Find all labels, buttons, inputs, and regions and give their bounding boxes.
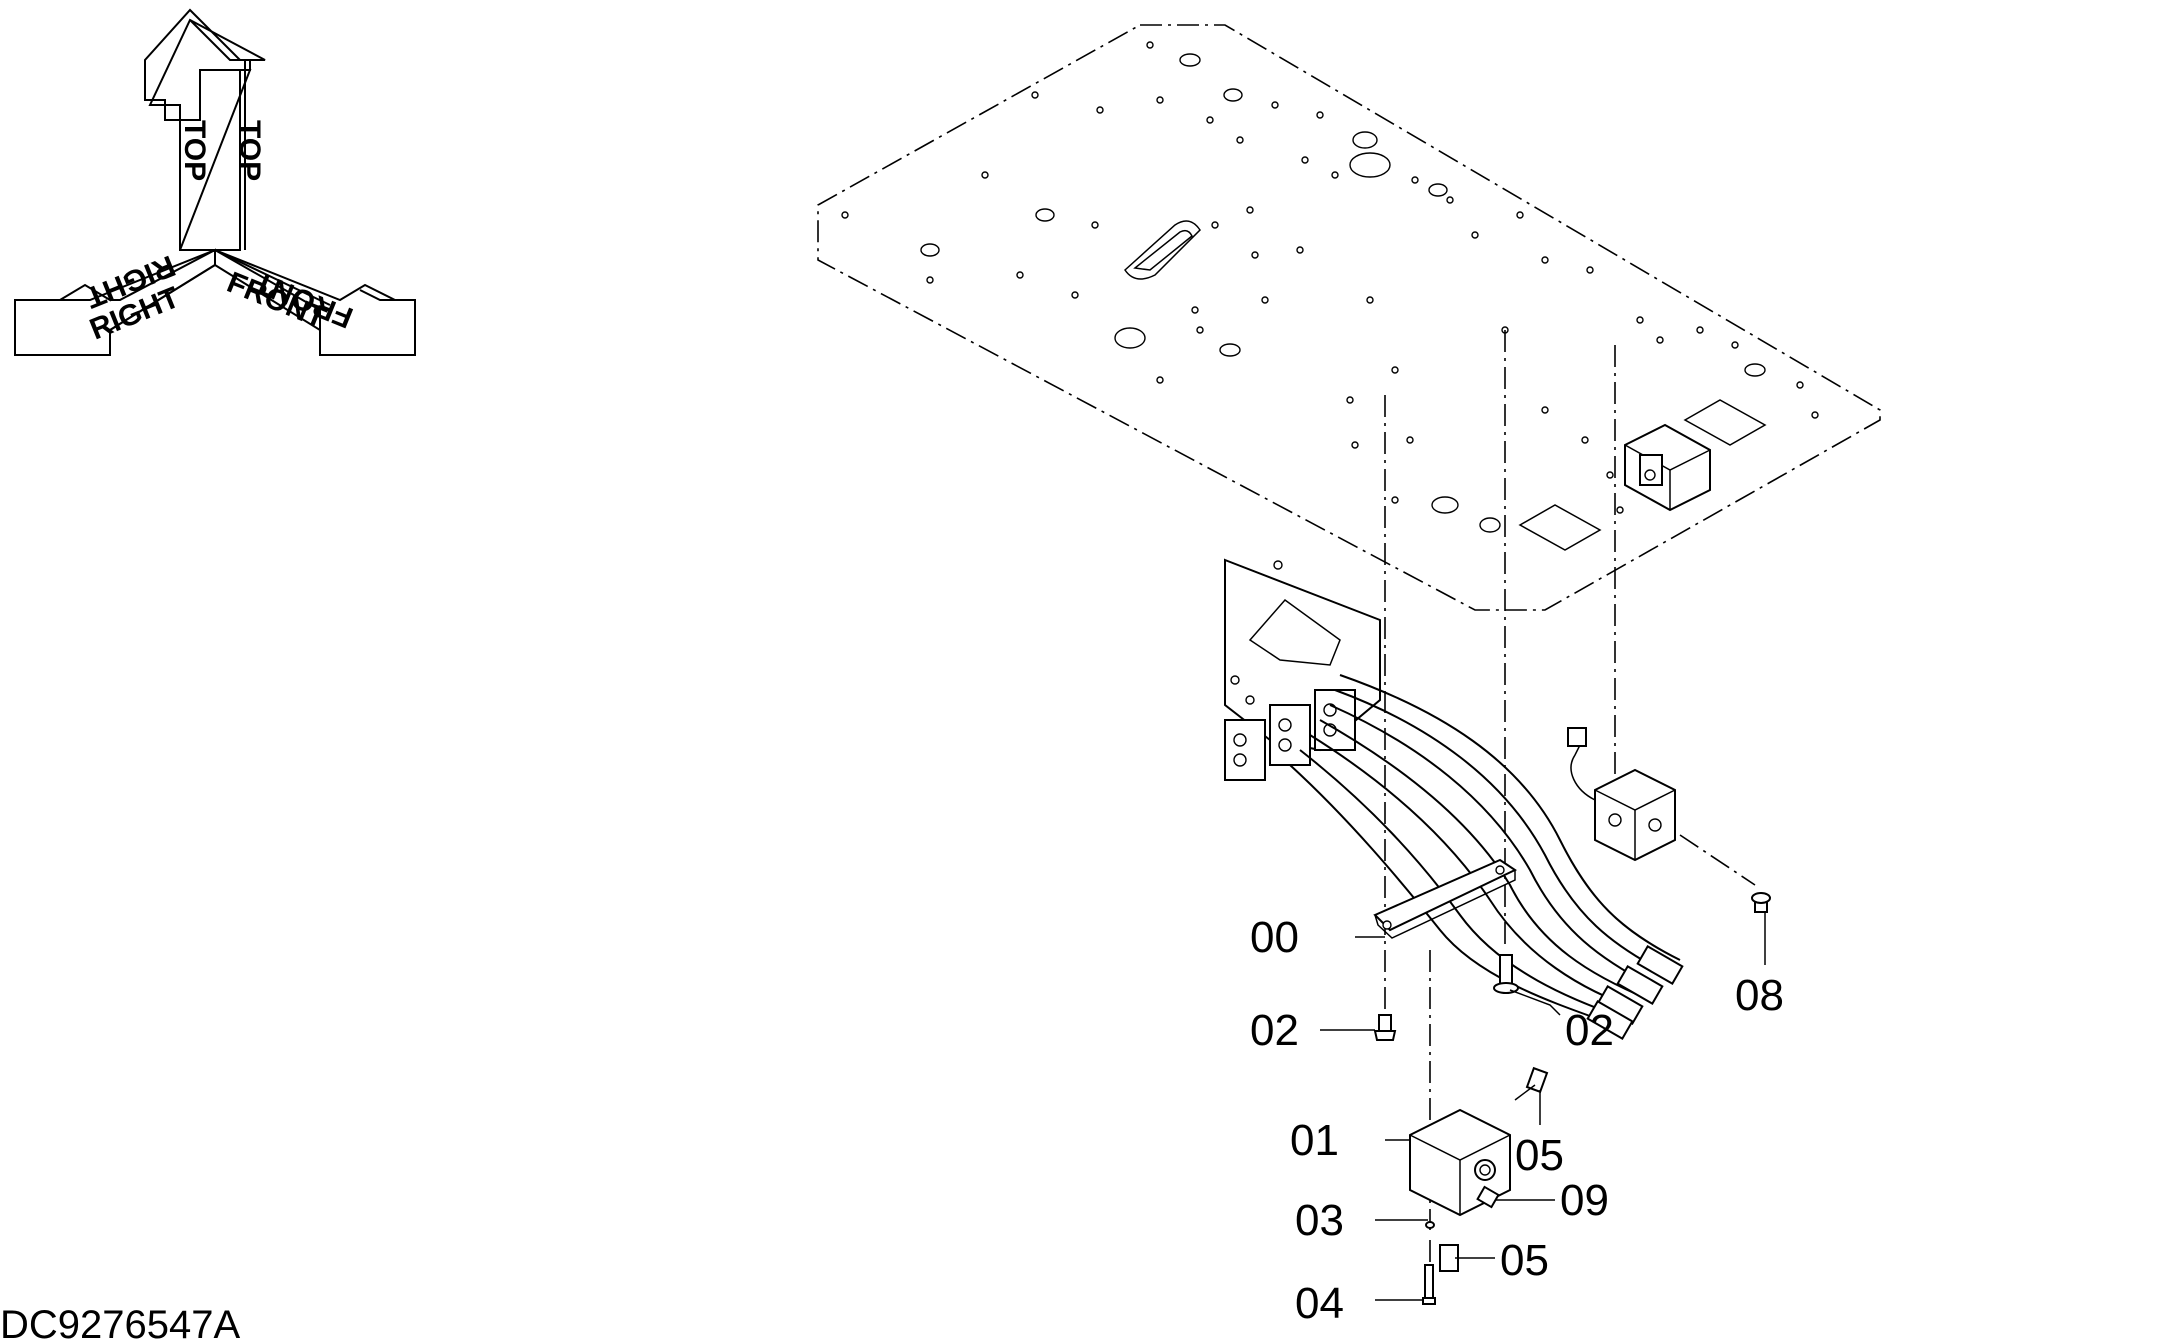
callout-00: 00 bbox=[1250, 913, 1299, 962]
top-label: TOP bbox=[178, 120, 211, 181]
callout-08: 08 bbox=[1735, 971, 1784, 1020]
plate-solenoid-valve bbox=[1624, 423, 1711, 512]
part-08-plug bbox=[1751, 892, 1771, 913]
callout-05-bottom: 05 bbox=[1500, 1236, 1549, 1285]
part-03-o-ring bbox=[1425, 1221, 1435, 1229]
part-02-bolt-right bbox=[1493, 954, 1519, 994]
part-00-mounting-plate bbox=[1373, 858, 1518, 939]
orientation-indicator: TOP TOP RIGHT RIGHT FRONT FRONT bbox=[14, 8, 416, 356]
callout-01: 01 bbox=[1290, 1116, 1339, 1165]
part-04-bolt bbox=[1422, 1264, 1436, 1305]
callout-02-left: 02 bbox=[1250, 1006, 1299, 1055]
top-label-mirrored: TOP bbox=[233, 120, 266, 181]
document-id: DC9276547A bbox=[0, 1303, 240, 1344]
callout-04: 04 bbox=[1295, 1279, 1344, 1328]
callout-05-top: 05 bbox=[1515, 1131, 1564, 1180]
part-09-adapter bbox=[1476, 1185, 1500, 1209]
callout-03: 03 bbox=[1295, 1196, 1344, 1245]
callout-leaders bbox=[1320, 912, 1766, 1301]
top-arrow-icon bbox=[144, 8, 252, 251]
floor-plate bbox=[817, 24, 1881, 611]
callout-02-right: 02 bbox=[1565, 1006, 1614, 1055]
callout-09: 09 bbox=[1560, 1176, 1609, 1225]
part-02-bolt-left bbox=[1373, 1014, 1397, 1041]
shuttle-valve-block bbox=[1567, 727, 1676, 862]
control-valve-bracket bbox=[1224, 558, 1381, 781]
part-05-elbow-fitting-top bbox=[1514, 1066, 1549, 1101]
hydraulic-hoses bbox=[1289, 674, 1684, 1041]
hose-end-fittings bbox=[1586, 944, 1684, 1041]
